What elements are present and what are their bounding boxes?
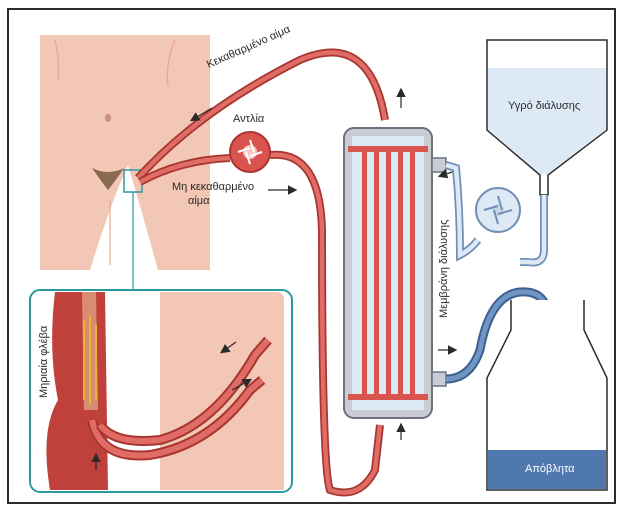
dialyzer-header-top: [348, 146, 428, 152]
fluid-outlet-port: [432, 372, 446, 386]
unclean-blood-label-2: αίμα: [188, 195, 210, 208]
navel: [105, 114, 111, 122]
dialyzer-header-bottom: [348, 394, 428, 400]
pump-label: Αντλία: [233, 113, 264, 126]
unclean-blood-label-1: Μη κεκαθαρμένο: [172, 181, 254, 194]
fluid-inlet-port: [432, 158, 446, 172]
blood-pump-hub: [243, 145, 257, 159]
fluid-pump-hub: [492, 204, 504, 216]
dialysis-membrane-label: Μεμβράνη διάλυσης: [438, 220, 451, 318]
inset-skin: [160, 292, 284, 490]
waste-label: Απόβλητα: [525, 463, 575, 476]
dialysis-fluid-label: Υγρό διάλυσης: [508, 100, 580, 113]
vein-label: Μηριαία φλέβα: [38, 326, 51, 398]
